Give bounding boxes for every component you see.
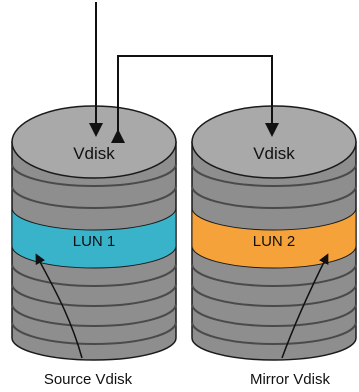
mirror-caption-pointer (281, 253, 329, 359)
mirror-vdisk-caption: Mirror Vdisk (250, 371, 331, 388)
source-vdisk-cylinder: Vdisk LUN 1 (11, 105, 177, 361)
mirror-vdisk-top-label: Vdisk (253, 144, 295, 163)
data-flow-arrows (89, 2, 279, 143)
source-disk-top (11, 105, 177, 179)
source-caption-pointer (35, 253, 83, 359)
lun-2-label: LUN 2 (253, 233, 296, 250)
lun-1-band (11, 207, 177, 269)
mirror-disk-top (191, 105, 357, 179)
mirror-copy-arrow (111, 55, 279, 143)
caption-pointers (35, 253, 329, 359)
mirror-disk-platters (191, 163, 357, 345)
source-vdisk-caption: Source Vdisk (44, 371, 133, 388)
lun-1-label: LUN 1 (73, 233, 116, 250)
lun-2-band (191, 207, 357, 269)
mirror-vdisk-cylinder: Vdisk LUN 2 (191, 105, 357, 361)
source-vdisk-top-label: Vdisk (73, 144, 115, 163)
source-disk-platters (11, 163, 177, 345)
